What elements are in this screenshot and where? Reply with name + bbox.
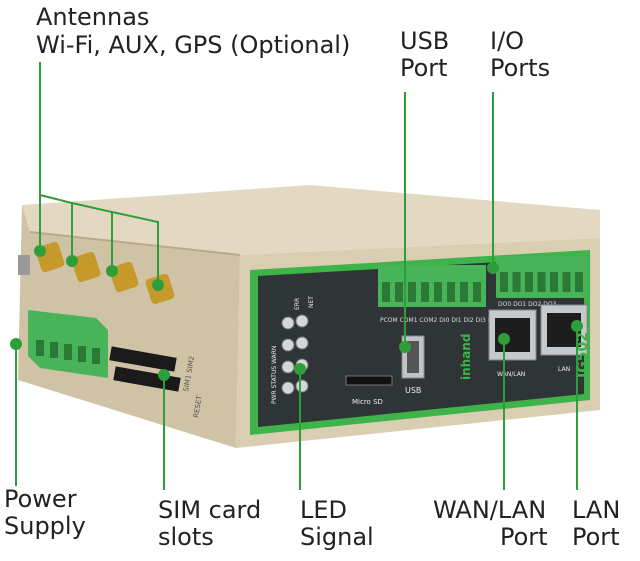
wan-lan-text: WAN/LAN xyxy=(497,371,525,378)
sim-label-line1: SIM card xyxy=(158,496,262,524)
io-slot-group xyxy=(382,272,583,302)
sim-label-line2: slots xyxy=(158,523,214,551)
edge-line xyxy=(29,231,241,256)
power-label-line1: Power xyxy=(4,485,77,513)
power-label-line2: Supply xyxy=(4,512,86,540)
io-slot xyxy=(537,272,546,292)
io-slot xyxy=(525,272,533,292)
io-text-left: PCOM COM1 COM2 DI0 DI1 DI2 DI3 NC xyxy=(380,317,496,324)
sim-slot-2 xyxy=(109,346,177,372)
antennas-subtitle-label: Wi-Fi, AUX, GPS (Optional) xyxy=(36,31,351,59)
led-label-line1: LED xyxy=(300,496,348,524)
io-slot xyxy=(395,282,403,302)
net-text: NET xyxy=(308,296,315,308)
wan-label-line2: Port xyxy=(500,523,548,551)
io-slot xyxy=(408,282,416,302)
led-label-line2: Signal xyxy=(300,523,374,551)
io-slot xyxy=(550,272,558,292)
io-slot xyxy=(575,272,583,292)
callout-dots xyxy=(10,245,583,381)
io-label-line1: I/O xyxy=(490,27,525,55)
callout-lines xyxy=(15,62,578,490)
antennas-title-label: Antennas xyxy=(36,3,150,31)
io-slot xyxy=(447,282,455,302)
io-terminal-left xyxy=(378,265,486,307)
io-text-right: DO0 DO1 DO2 DO3 xyxy=(498,301,557,308)
io-slot xyxy=(434,282,442,302)
led-row-text: PWR STATUS WARN xyxy=(271,346,278,404)
device-top-surface xyxy=(22,185,600,255)
reset-text: RESET xyxy=(192,394,204,418)
ground-screw xyxy=(18,255,30,275)
lan-label-line1: LAN xyxy=(572,496,621,524)
lan-label-line2: Port xyxy=(572,523,620,551)
usb-label-line1: USB xyxy=(400,27,450,55)
lan-text: LAN xyxy=(558,366,570,373)
io-slot xyxy=(460,282,468,302)
io-slot xyxy=(512,272,521,292)
err-text: ERR xyxy=(294,298,301,310)
microsd-slot xyxy=(345,375,393,386)
io-label-line2: Ports xyxy=(490,54,551,82)
brand-logo-text: inhand xyxy=(459,334,473,380)
io-slot xyxy=(500,272,508,292)
io-slot xyxy=(421,282,429,302)
io-slot xyxy=(473,282,481,302)
usb-text: USB xyxy=(405,386,421,395)
wan-label-line1: WAN/LAN xyxy=(433,496,547,524)
usb-label-line2: Port xyxy=(400,54,448,82)
model-name: IG502 xyxy=(575,332,591,378)
power-terminal-slots xyxy=(36,340,100,364)
microsd-text: Micro SD xyxy=(352,398,383,406)
io-slot xyxy=(382,282,390,302)
io-slot xyxy=(562,272,571,292)
